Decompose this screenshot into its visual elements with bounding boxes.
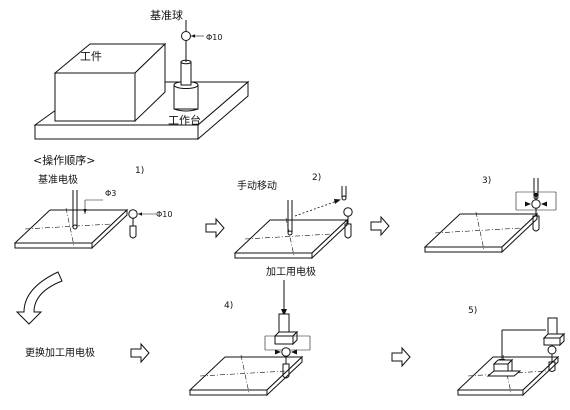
- reference-sphere: [181, 31, 191, 41]
- worktable-label: 工作台: [168, 113, 201, 127]
- machining-electrode-label: 加工用电极: [266, 265, 316, 278]
- electrode-above-sphere: [341, 186, 347, 201]
- electrode-diameter-label: Φ3: [105, 189, 116, 198]
- flow-arrow-curved: [15, 271, 63, 325]
- machining-electrode-4: [273, 313, 299, 346]
- reference-electrode-2: [287, 200, 293, 236]
- manual-move-label: 手动移动: [237, 179, 277, 192]
- sequence-title: <操作顺序>: [33, 153, 95, 167]
- reference-sphere-2: [343, 207, 353, 239]
- step-1: 1) 基准电极 Φ3 Φ10: [13, 166, 172, 250]
- workpiece-label: 工件: [80, 50, 102, 63]
- reference-sphere-label: 基准球: [150, 8, 183, 22]
- reference-sphere-3: [531, 199, 541, 232]
- flow-arrow-4: [391, 346, 411, 368]
- reference-sphere-1: [128, 209, 138, 239]
- machine-setup-illustration: 基准球 Φ10 工件 工作台: [33, 8, 250, 141]
- step-4: 4) 加工用电极: [188, 265, 316, 397]
- reference-sphere-post: [173, 20, 204, 112]
- reference-sphere-4: [281, 347, 291, 379]
- workpiece-block: [53, 42, 167, 123]
- electrode-tip: [72, 224, 78, 230]
- sphere-diameter-label-1: Φ10: [156, 210, 172, 219]
- flow-arrow-1: [205, 217, 225, 239]
- machining-electrode-5b: [486, 358, 522, 378]
- step-5-number: 5): [468, 306, 477, 316]
- machining-electrode-5a: [542, 317, 566, 372]
- sphere-diameter-label: Φ10: [206, 33, 222, 42]
- step-1-number: 1): [135, 166, 144, 176]
- flow-arrow-2: [370, 215, 390, 237]
- step-3-number: 3): [482, 176, 491, 186]
- step-3: 3): [423, 176, 557, 254]
- change-electrode-label: 更换加工用电极: [25, 346, 95, 359]
- step-4-number: 4): [224, 301, 233, 311]
- step-2-number: 2): [312, 173, 321, 183]
- step-2: 2) 手动移动: [233, 173, 353, 260]
- step-5: 5): [456, 306, 566, 397]
- reference-electrode: [72, 190, 78, 230]
- reference-electrode-label: 基准电极: [38, 173, 78, 186]
- flow-arrow-3: [130, 342, 150, 364]
